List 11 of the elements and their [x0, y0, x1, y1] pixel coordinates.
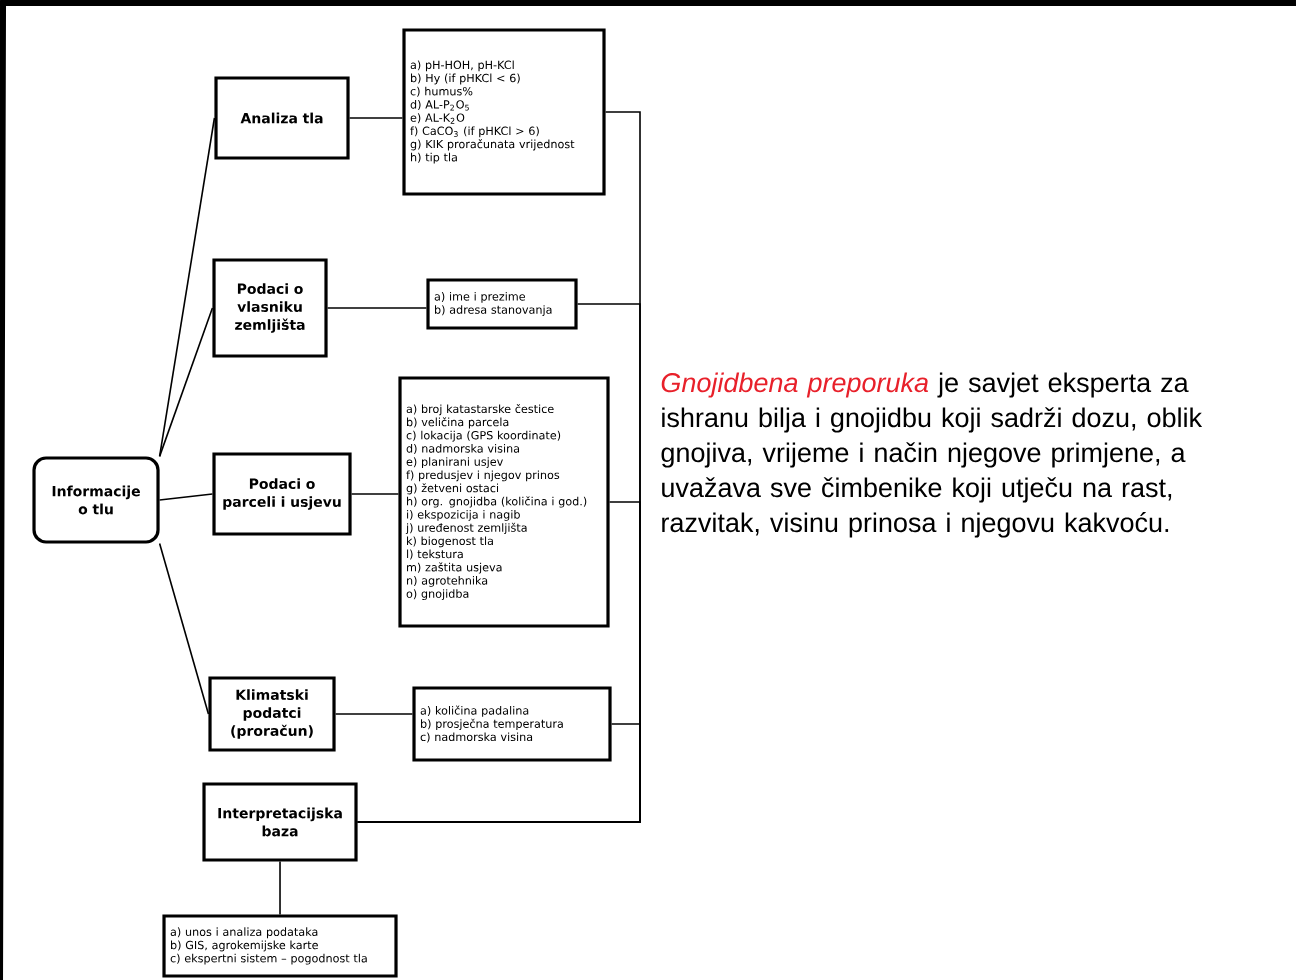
definition-text: Gnojidbena preporuka je savjet eksperta za ishranu bilja i gnojidbu koji sadrži dozu, oblik gnojiva, vrijeme i način njegove primjene, a uvažava sve čimbenike koji utječu na rast, razvitak, visinu prinosa i njegovu kakvoću.	[661, 372, 1203, 538]
connector-line	[158, 493, 214, 501]
connector-line	[348, 117, 404, 119]
connector-line	[350, 493, 400, 495]
connector-line	[279, 860, 281, 916]
connector-line	[158, 542, 210, 715]
connector-line	[158, 117, 216, 458]
connector-line	[334, 713, 414, 715]
connector-line	[326, 307, 428, 309]
connector-line	[158, 307, 214, 458]
connector-line	[356, 723, 641, 823]
